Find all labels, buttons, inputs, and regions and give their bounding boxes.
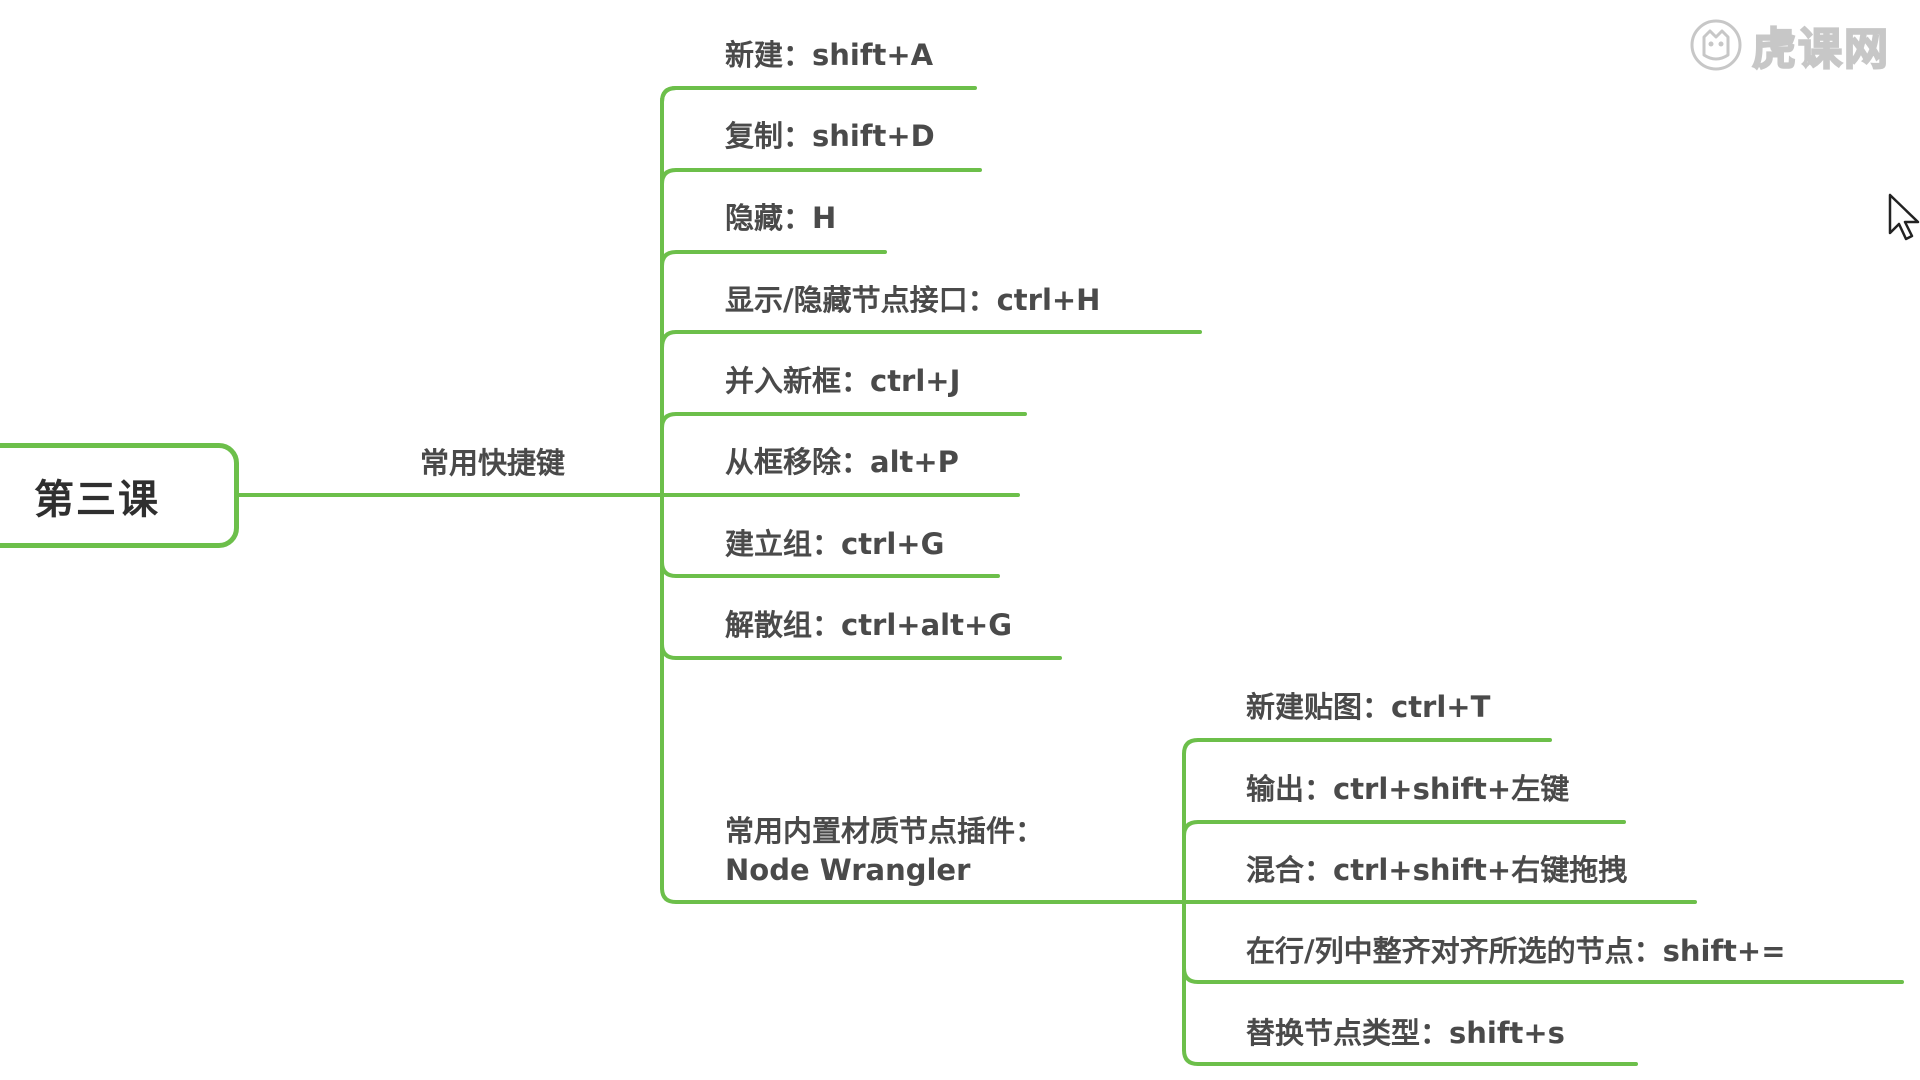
connector-item-ungroup [660, 642, 1062, 660]
watermark-text: 虎课网 [1751, 23, 1890, 76]
node-nw-new-texture[interactable]: 新建贴图：ctrl+T [1246, 690, 1491, 724]
connector-item-toggle-sockets [660, 330, 1202, 350]
node-make-group[interactable]: 建立组：ctrl+G [725, 527, 945, 561]
connector-item-hide [660, 250, 887, 268]
node-node-wrangler-line2[interactable]: Node Wrangler [725, 853, 971, 887]
connector-item-node-wrangler [660, 886, 1184, 904]
connector-nw-swap [1182, 1048, 1638, 1066]
tiger-logo-icon [1690, 19, 1742, 71]
node-ungroup[interactable]: 解散组：ctrl+alt+G [725, 608, 1013, 642]
connector-item-make-group [660, 560, 1000, 578]
node-nw-align[interactable]: 在行/列中整齐对齐所选的节点：shift+= [1246, 934, 1786, 968]
node-hide[interactable]: 隐藏：H [725, 201, 837, 235]
root-node-box[interactable] [0, 443, 239, 548]
connector-item-copy [660, 168, 982, 186]
node-new[interactable]: 新建：shift+A [725, 38, 934, 72]
node-nw-swap[interactable]: 替换节点类型：shift+s [1246, 1016, 1565, 1050]
node-remove-frame[interactable]: 从框移除：alt+P [725, 445, 959, 479]
node-nw-output[interactable]: 输出：ctrl+shift+左键 [1246, 772, 1570, 806]
mouse-pointer-icon [1888, 193, 1920, 241]
connector-nw-new-texture [1182, 738, 1552, 756]
connector-nw-output [1182, 820, 1626, 838]
connector-shortcuts-trunk [660, 86, 678, 890]
node-nw-mix[interactable]: 混合：ctrl+shift+右键拖拽 [1246, 853, 1628, 887]
connector-nw-align [1182, 966, 1904, 984]
node-toggle-sockets[interactable]: 显示/隐藏节点接口：ctrl+H [725, 283, 1101, 317]
watermark: 虎课网 [1688, 14, 1908, 76]
connector-item-join-frame [660, 412, 1027, 430]
node-node-wrangler-line1[interactable]: 常用内置材质节点插件： [725, 814, 1045, 848]
connector-item-new [660, 86, 977, 104]
node-join-frame[interactable]: 并入新框：ctrl+J [725, 364, 961, 398]
node-copy[interactable]: 复制：shift+D [725, 119, 935, 153]
root-node-label: 第三课 [34, 477, 160, 523]
branch-label-shortcuts[interactable]: 常用快捷键 [420, 446, 566, 480]
